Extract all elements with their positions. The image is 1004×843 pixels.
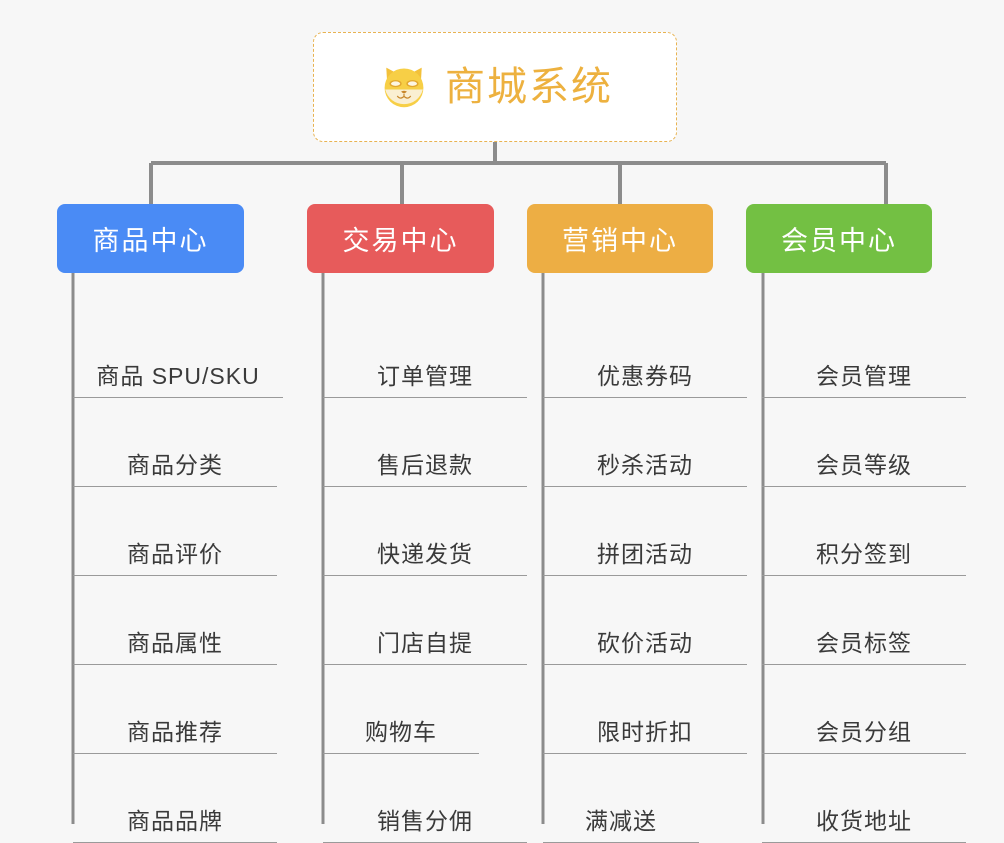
leaf-item[interactable]: 砍价活动 [543, 576, 747, 665]
leaf-label: 拼团活动 [597, 541, 693, 567]
leaf-item[interactable]: 限时折扣 [543, 665, 747, 754]
leaf-item[interactable]: 订单管理 [323, 309, 527, 398]
leaf-item[interactable]: 商品分类 [73, 398, 277, 487]
root-node[interactable]: 商城系统 [313, 32, 677, 142]
leaf-label: 购物车 [365, 719, 437, 745]
category-label: 营销中心 [562, 226, 678, 256]
leaf-list-product-center: 商品 SPU/SKU 商品分类 商品评价 商品属性 商品推荐 商品品牌 [73, 309, 283, 843]
leaf-item[interactable]: 优惠券码 [543, 309, 747, 398]
leaf-label: 门店自提 [377, 630, 473, 656]
root-title: 商城系统 [445, 65, 613, 109]
category-box-trade-center[interactable]: 交易中心 [307, 204, 494, 273]
leaf-label: 商品分类 [127, 452, 223, 478]
leaf-label: 商品品牌 [127, 808, 223, 834]
branch-product-center: 商品中心 商品 SPU/SKU 商品分类 商品评价 商品属性 商品推荐 商品品牌 [57, 204, 283, 843]
leaf-item[interactable]: 商品品牌 [73, 754, 277, 843]
leaf-label: 会员管理 [816, 363, 912, 389]
category-box-product-center[interactable]: 商品中心 [57, 204, 244, 273]
leaf-item[interactable]: 商品 SPU/SKU [73, 309, 283, 398]
leaf-item[interactable]: 会员标签 [762, 576, 966, 665]
leaf-item[interactable]: 拼团活动 [543, 487, 747, 576]
leaf-label: 满减送 [585, 808, 657, 834]
leaf-label: 商品 SPU/SKU [96, 363, 260, 389]
leaf-item[interactable]: 门店自提 [323, 576, 527, 665]
leaf-label: 砍价活动 [597, 630, 693, 656]
leaf-label: 收货地址 [816, 808, 912, 834]
leaf-item[interactable]: 商品推荐 [73, 665, 277, 754]
branch-marketing-center: 营销中心 优惠券码 秒杀活动 拼团活动 砍价活动 限时折扣 满减送 [527, 204, 747, 843]
leaf-label: 售后退款 [377, 452, 473, 478]
leaf-item[interactable]: 会员管理 [762, 309, 966, 398]
leaf-list-member-center: 会员管理 会员等级 积分签到 会员标签 会员分组 收货地址 [762, 309, 966, 843]
category-box-marketing-center[interactable]: 营销中心 [527, 204, 713, 273]
leaf-label: 秒杀活动 [597, 452, 693, 478]
shiba-dog-icon [384, 67, 424, 108]
leaf-item[interactable]: 快递发货 [323, 487, 527, 576]
leaf-label: 会员标签 [816, 630, 912, 656]
category-label: 商品中心 [92, 226, 209, 256]
leaf-list-trade-center: 订单管理 售后退款 快递发货 门店自提 购物车 销售分佣 [323, 309, 527, 843]
leaf-label: 订单管理 [377, 363, 473, 389]
leaf-item[interactable]: 秒杀活动 [543, 398, 747, 487]
leaf-label: 积分签到 [816, 541, 912, 567]
category-label: 交易中心 [342, 226, 459, 256]
leaf-item[interactable]: 商品评价 [73, 487, 277, 576]
branch-trade-center: 交易中心 订单管理 售后退款 快递发货 门店自提 购物车 销售分佣 [307, 204, 527, 843]
leaf-label: 会员等级 [816, 452, 912, 478]
leaf-item[interactable]: 积分签到 [762, 487, 966, 576]
leaf-label: 商品属性 [127, 630, 223, 656]
leaf-item[interactable]: 收货地址 [762, 754, 966, 843]
leaf-item[interactable]: 会员等级 [762, 398, 966, 487]
leaf-label: 优惠券码 [597, 363, 693, 389]
leaf-label: 限时折扣 [597, 719, 693, 745]
leaf-item[interactable]: 售后退款 [323, 398, 527, 487]
leaf-label: 会员分组 [816, 719, 912, 745]
leaf-item[interactable]: 满减送 [543, 754, 699, 843]
category-box-member-center[interactable]: 会员中心 [746, 204, 932, 273]
leaf-item[interactable]: 购物车 [323, 665, 479, 754]
leaf-label: 商品评价 [127, 541, 223, 567]
leaf-item[interactable]: 销售分佣 [323, 754, 527, 843]
leaf-list-marketing-center: 优惠券码 秒杀活动 拼团活动 砍价活动 限时折扣 满减送 [543, 309, 747, 843]
leaf-item[interactable]: 商品属性 [73, 576, 277, 665]
branch-member-center: 会员中心 会员管理 会员等级 积分签到 会员标签 会员分组 收货地址 [746, 204, 966, 843]
leaf-label: 商品推荐 [127, 719, 223, 745]
leaf-item[interactable]: 会员分组 [762, 665, 966, 754]
leaf-label: 销售分佣 [377, 808, 473, 834]
category-label: 会员中心 [781, 226, 897, 256]
leaf-label: 快递发货 [377, 541, 473, 567]
